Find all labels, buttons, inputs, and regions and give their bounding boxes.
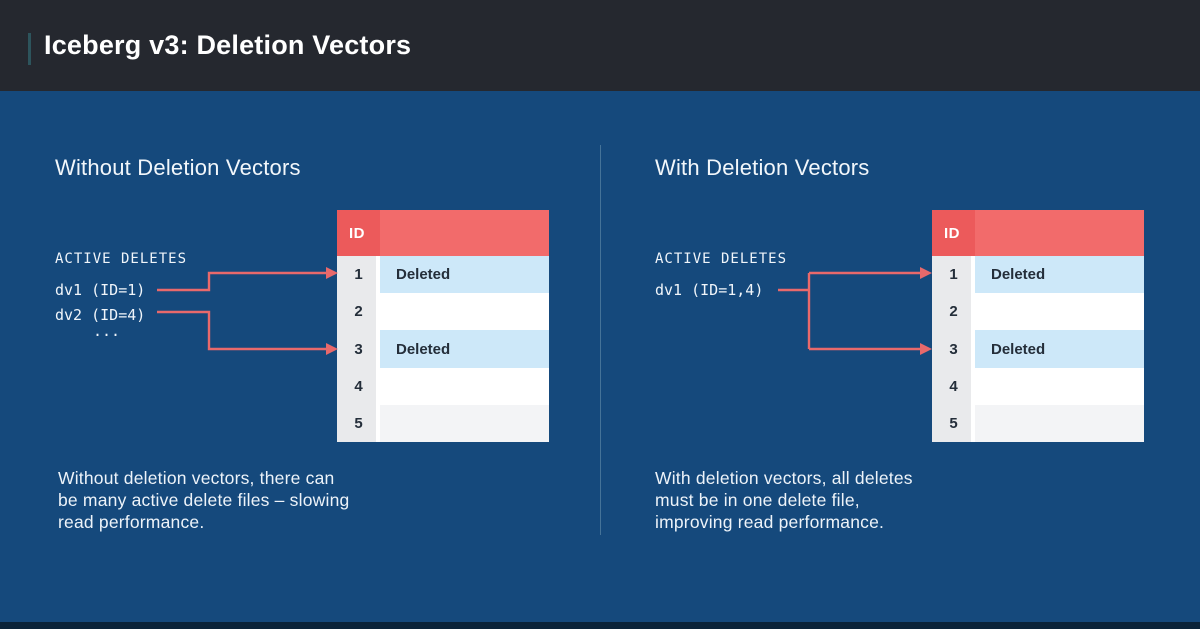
bottom-bar: [0, 622, 1200, 629]
table-row: 3 Deleted: [932, 330, 1144, 368]
row-status: [380, 404, 549, 443]
right-panel-heading: With Deletion Vectors: [655, 155, 870, 180]
table-header-row: ID: [932, 210, 1144, 256]
row-status: Deleted: [380, 256, 549, 294]
right-caption: With deletion vectors, all deletes must …: [655, 468, 913, 532]
table-header-row: ID: [337, 210, 549, 256]
row-id: 3: [337, 330, 380, 368]
left-delete-files-ellipsis: ...: [93, 322, 121, 340]
row-status: Deleted: [975, 256, 1144, 294]
left-delete-file-dv2: dv2 (ID=4): [55, 306, 146, 324]
header-spacer-cell: [975, 210, 1144, 256]
table-row: 2: [337, 293, 549, 331]
header-spacer-cell: [380, 210, 549, 256]
row-id: 2: [932, 293, 975, 331]
row-id: 5: [932, 404, 975, 443]
row-status: Deleted: [975, 330, 1144, 368]
slide-title: Iceberg v3: Deletion Vectors: [44, 30, 412, 60]
row-id: 4: [337, 367, 380, 405]
row-id: 4: [932, 367, 975, 405]
arrow-dv2-to-row3-left: [157, 310, 326, 351]
left-caption: Without deletion vectors, there can be m…: [58, 468, 350, 532]
row-status: [975, 293, 1144, 331]
table-row: 2: [932, 293, 1144, 331]
right-active-deletes-label: ACTIVE DELETES: [655, 251, 788, 267]
arrowhead-row3-right: [920, 343, 932, 355]
title-accent-bar: [28, 33, 31, 65]
table-row: 4: [932, 367, 1144, 405]
id-header-cell: ID: [932, 210, 975, 256]
table-row: 4: [337, 367, 549, 405]
row-status: [380, 367, 549, 405]
row-status: Deleted: [380, 330, 549, 368]
right-delete-file-dv1: dv1 (ID=1,4): [655, 281, 764, 299]
panel-divider: [600, 145, 601, 535]
row-id: 5: [337, 404, 380, 443]
title-bar: Iceberg v3: Deletion Vectors: [0, 0, 1200, 91]
table-row: 1 Deleted: [337, 256, 549, 294]
row-status: [380, 293, 549, 331]
row-id: 1: [932, 256, 975, 294]
left-data-table: ID 1 Deleted 2 3 Deleted 4 5: [337, 210, 549, 443]
table-row: 3 Deleted: [337, 330, 549, 368]
arrow-dv1-to-row1-left: [157, 271, 326, 292]
row-id: 3: [932, 330, 975, 368]
id-header-cell: ID: [337, 210, 380, 256]
row-status: [975, 367, 1144, 405]
row-id: 1: [337, 256, 380, 294]
left-delete-file-dv1: dv1 (ID=1): [55, 281, 146, 299]
table-row: 1 Deleted: [932, 256, 1144, 294]
left-panel-heading: Without Deletion Vectors: [55, 155, 301, 180]
row-id: 2: [337, 293, 380, 331]
table-row: 5: [337, 404, 549, 443]
arrowhead-row1-right: [920, 267, 932, 279]
left-active-deletes-label: ACTIVE DELETES: [55, 251, 188, 267]
table-row: 5: [932, 404, 1144, 443]
right-data-table: ID 1 Deleted 2 3 Deleted 4 5: [932, 210, 1144, 443]
row-status: [975, 404, 1144, 443]
